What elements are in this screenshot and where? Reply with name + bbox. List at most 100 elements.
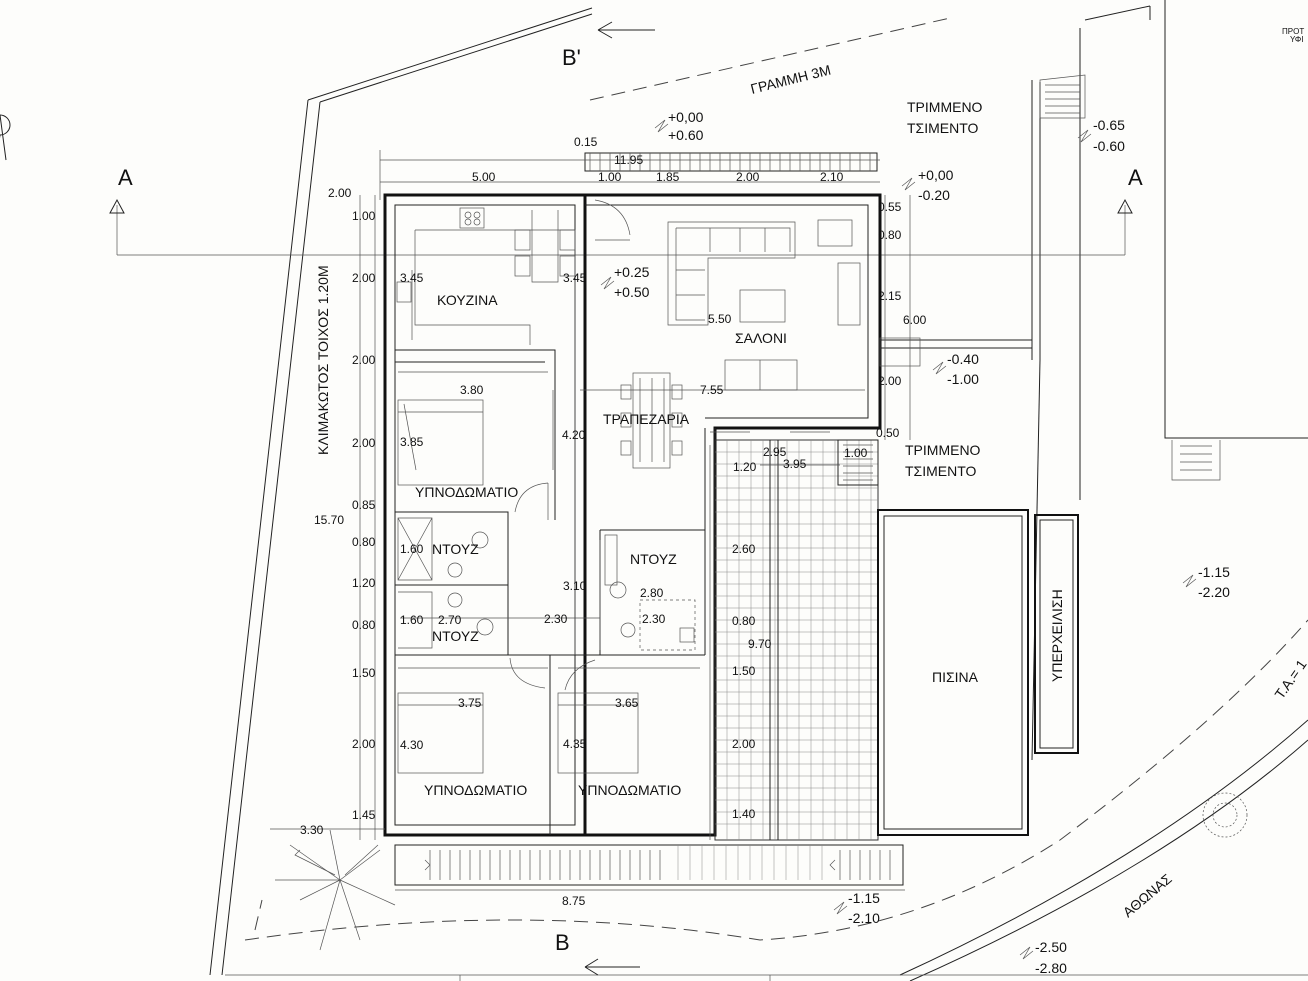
dim-bed2-375: 3.75 (458, 696, 482, 710)
dim-bed3-435: 4.35 (563, 737, 587, 751)
dim-right-100: 1.00 (844, 446, 868, 460)
dim-patio-200: 2.00 (732, 737, 756, 751)
north-arrow-icon (0, 114, 11, 161)
section-a-left: A (118, 165, 133, 190)
level-nr-a: -0.65 (1093, 117, 1125, 133)
dim-bed3-365: 3.65 (615, 696, 639, 710)
dim-left-085: 0.85 (352, 498, 376, 512)
dim-bed2-430: 4.30 (400, 738, 424, 752)
stair-wall-label: ΚΛΙΜΑΚΩΤΟΣ ΤΟΙΧΟΣ 1.20Μ (315, 265, 331, 455)
section-b-top: B' (562, 45, 581, 70)
dim-patio-080: 0.80 (732, 614, 756, 628)
room-living: ΣΑΛΟΝΙ (735, 330, 787, 346)
setback-line-label: ΓΡΑΜΜΗ 3Μ (749, 62, 833, 97)
room-bedroom-3: ΥΠΝΟΔΩΜΑΤΙΟ (578, 782, 681, 798)
dim-right-055: 0.55 (878, 200, 902, 214)
level-top-a: +0,00 (668, 109, 704, 125)
dim-right-050: 0.50 (876, 426, 900, 440)
section-a-line (109, 198, 1133, 256)
dim-1195: 11.95 (614, 153, 643, 167)
room-dining: ΤΡΑΠΕΖΑΡΙΑ (603, 411, 690, 427)
dim-left-150: 1.50 (352, 666, 376, 680)
dim-patio-970: 9.70 (748, 637, 772, 651)
dim-left-1570: 15.70 (314, 513, 344, 527)
dim-left-200b: 2.00 (352, 353, 376, 367)
dim-500: 5.00 (472, 170, 496, 184)
dim-left-200d: 2.00 (352, 737, 376, 751)
pool (877, 509, 1079, 836)
street-ref-label: Τ.Α.= 1 (1271, 656, 1308, 701)
level-street-b: -2.80 (1035, 960, 1067, 976)
dim-left-145: 1.45 (352, 808, 376, 822)
dim-100: 1.00 (598, 170, 622, 184)
dim-shower3-310: 3.10 (563, 579, 587, 593)
level-marker-icons (600, 119, 1197, 960)
dim-left-100: 1.00 (352, 209, 376, 223)
concrete-2-line2: ΤΣΙΜΕΝΤΟ (905, 463, 977, 479)
dim-left-120: 1.20 (352, 576, 376, 590)
room-shower-2: ΝΤΟΥΖ (432, 628, 479, 644)
level-south-b: -2.10 (848, 910, 880, 926)
dim-left-200a: 2.00 (352, 271, 376, 285)
dim-bed1-380: 3.80 (460, 383, 484, 397)
level-pool-a: -1.15 (1198, 564, 1230, 580)
level-south-a: -1.15 (848, 890, 880, 906)
dimension-lines (270, 150, 911, 891)
corner-note-1: ΠΡΟΤ (1282, 27, 1304, 36)
level-inner-b: +0.50 (614, 284, 650, 300)
top-terrace (584, 152, 878, 172)
dim-bottom-875: 8.75 (562, 894, 586, 908)
room-shower-1: ΝΤΟΥΖ (432, 541, 479, 557)
dim-shower2-160: 1.60 (400, 613, 424, 627)
dim-living-550: 5.50 (708, 312, 732, 326)
dim-right-600: 6.00 (903, 313, 927, 327)
dim-210: 2.10 (820, 170, 844, 184)
dim-015: 0.15 (574, 135, 598, 149)
dim-right-215: 2.15 (878, 289, 902, 303)
concrete-2-line1: ΤΡΙΜΜΕΝΟ (905, 442, 981, 458)
room-bedroom-2: ΥΠΝΟΔΩΜΑΤΙΟ (424, 782, 527, 798)
section-a-right: A (1128, 165, 1143, 190)
concrete-1-line1: ΤΡΙΜΜΕΝΟ (907, 99, 983, 115)
room-shower-3: ΝΤΟΥΖ (630, 551, 677, 567)
dim-200-top: 2.00 (736, 170, 760, 184)
shrub-icon (1202, 792, 1248, 838)
level-side-b: -1.00 (947, 371, 979, 387)
section-b-bottom: B (555, 930, 570, 955)
level-nr-b: -0.60 (1093, 138, 1125, 154)
dim-kitchen-345b: 3.45 (563, 271, 587, 285)
dim-185: 1.85 (656, 170, 680, 184)
dim-hall-230: 2.30 (544, 612, 568, 626)
dim-left-080b: 0.80 (352, 618, 376, 632)
concrete-1-line2: ΤΣΙΜΕΝΤΟ (907, 120, 979, 136)
dim-right-080: 0.80 (878, 228, 902, 242)
furniture (396, 199, 861, 774)
dim-left-080a: 0.80 (352, 535, 376, 549)
level-side-a: -0.40 (947, 351, 979, 367)
side-deck (879, 337, 1032, 367)
section-b-arrows (584, 21, 655, 976)
dim-hall-420: 4.20 (562, 428, 586, 442)
dim-left-330: 3.30 (300, 823, 324, 837)
dim-patio-260: 2.60 (732, 542, 756, 556)
dim-patio-150: 1.50 (732, 664, 756, 678)
tiled-patio (677, 439, 879, 880)
dim-dining-755: 7.55 (700, 383, 724, 397)
palm-tree-icon (275, 829, 396, 951)
level-street-a: -2.50 (1035, 939, 1067, 955)
dim-shower3-280: 2.80 (640, 586, 664, 600)
dim-right-395: 3.95 (783, 457, 807, 471)
dim-shower2-270: 2.70 (438, 613, 462, 627)
dim-bed1-385: 3.85 (400, 435, 424, 449)
level-east-a: +0,00 (918, 167, 954, 183)
dim-right-200: 2.00 (878, 374, 902, 388)
dim-shower3-230: 2.30 (642, 612, 666, 626)
dim-right-120: 1.20 (733, 460, 757, 474)
level-inner-a: +0.25 (614, 264, 650, 280)
room-bedroom-1: ΥΠΝΟΔΩΜΑΤΙΟ (415, 484, 518, 500)
dim-200-left: 2.00 (328, 186, 352, 200)
room-kitchen: ΚΟΥΖΙΝΑ (437, 292, 498, 308)
bottom-steps (394, 844, 904, 886)
street-label: ΑΘΩΝΑΣ (1120, 870, 1175, 920)
